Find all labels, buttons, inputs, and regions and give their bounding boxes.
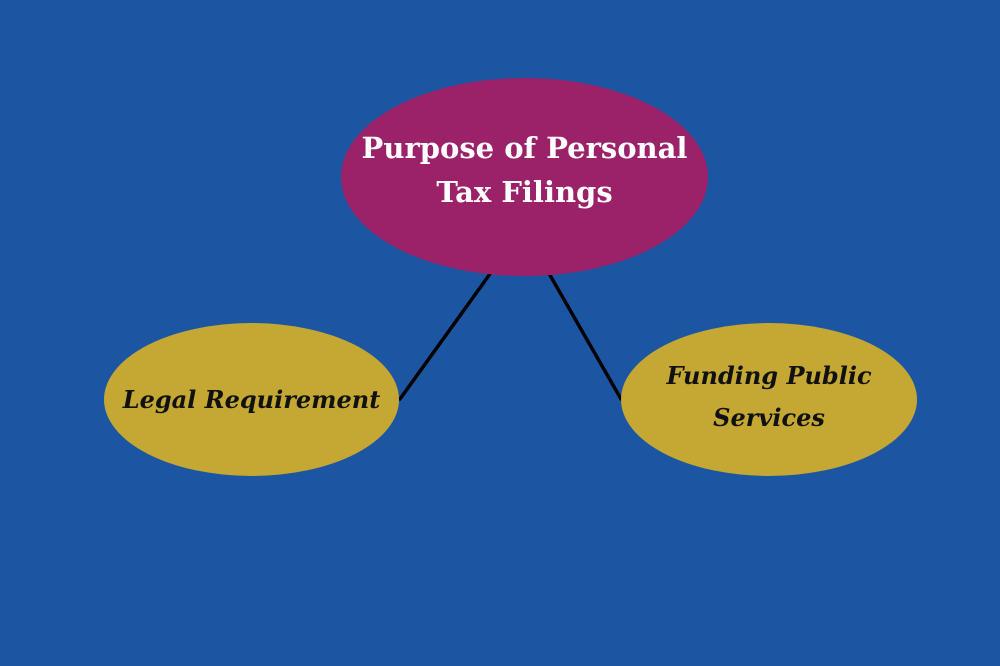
root-node: Purpose of Personal Tax Filings [341,78,708,276]
child-node-label: Funding Public Services [666,360,872,432]
child-node-legal-requirement: Legal Requirement [104,323,399,476]
root-node-label: Purpose of Personal Tax Filings [361,131,688,209]
child-node-funding-public-services: Funding Public Services [621,323,917,476]
child-node-label: Legal Requirement [122,384,381,414]
